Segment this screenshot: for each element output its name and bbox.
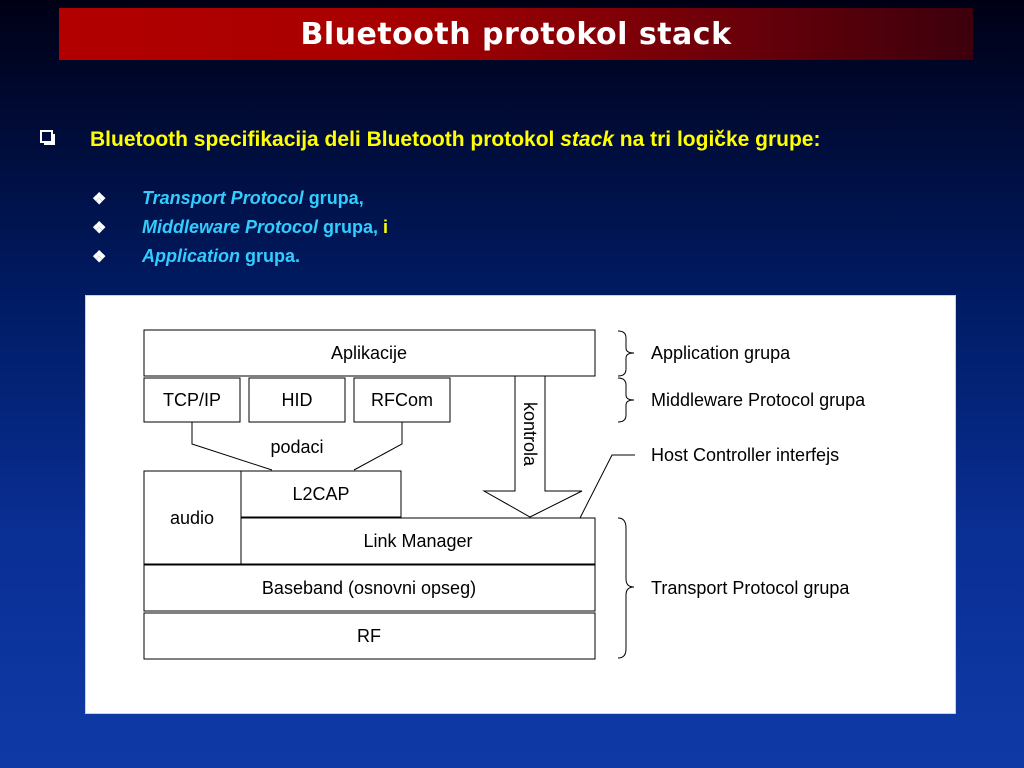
hci-pointer-line bbox=[579, 454, 635, 519]
protocol-stack-diagram: Aplikacije TCP/IP HID RFCom podaci kontr… bbox=[143, 329, 866, 660]
rfcom-label: RFCom bbox=[371, 390, 433, 410]
group-plain: grupa, bbox=[308, 188, 364, 208]
intro-part1: Bluetooth specifikacija deli Bluetooth p… bbox=[90, 128, 555, 151]
intro-part2: na tri logičke grupe: bbox=[619, 128, 821, 151]
transport-group-label: Transport Protocol grupa bbox=[651, 578, 850, 598]
diamond-bullet-icon: ❖ bbox=[92, 190, 107, 208]
application-group-label: Application grupa bbox=[651, 343, 791, 363]
middleware-brace bbox=[617, 377, 635, 423]
group-italic: Application bbox=[142, 246, 240, 266]
rf-label: RF bbox=[357, 626, 381, 646]
diagram-panel: Aplikacije TCP/IP HID RFCom podaci kontr… bbox=[85, 295, 956, 714]
main-bullet-text: Bluetooth specifikacija deli Bluetooth p… bbox=[90, 126, 980, 154]
podaci-line-right bbox=[353, 422, 403, 471]
group-plain: grupa, bbox=[323, 217, 379, 237]
aplikacije-box bbox=[143, 329, 596, 377]
aplikacije-label: Aplikacije bbox=[331, 343, 407, 363]
l2cap-box bbox=[240, 470, 402, 518]
hci-label: Host Controller interfejs bbox=[651, 445, 839, 465]
group-tail: i bbox=[383, 217, 389, 237]
title-bar: Bluetooth protokol stack bbox=[59, 8, 973, 60]
podaci-line-left bbox=[191, 422, 273, 471]
group-item-application: ❖ Application grupa. bbox=[92, 242, 388, 271]
hid-label: HID bbox=[282, 390, 313, 410]
kontrola-label: kontrola bbox=[520, 402, 540, 467]
tcpip-label: TCP/IP bbox=[163, 390, 221, 410]
kontrola-arrow bbox=[482, 375, 583, 518]
audio-label: audio bbox=[170, 508, 214, 528]
link-manager-box bbox=[240, 517, 596, 565]
group-plain: grupa. bbox=[245, 246, 301, 266]
baseband-label: Baseband (osnovni opseg) bbox=[262, 578, 476, 598]
podaci-label: podaci bbox=[270, 437, 323, 457]
intro-stack-word: stack bbox=[560, 128, 614, 151]
diamond-bullet-icon: ❖ bbox=[92, 248, 107, 266]
group-italic: Middleware Protocol bbox=[142, 217, 319, 237]
l2cap-label: L2CAP bbox=[292, 484, 349, 504]
main-bullet: Bluetooth specifikacija deli Bluetooth p… bbox=[40, 126, 980, 154]
slide-title: Bluetooth protokol stack bbox=[300, 16, 732, 52]
application-brace bbox=[617, 330, 635, 377]
rf-box bbox=[143, 612, 596, 660]
diamond-bullet-icon: ❖ bbox=[92, 219, 107, 237]
group-list: ❖ Transport Protocol grupa, ❖ Middleware… bbox=[92, 184, 388, 271]
link-manager-label: Link Manager bbox=[363, 531, 472, 551]
group-item-transport: ❖ Transport Protocol grupa, bbox=[92, 184, 388, 213]
hid-box bbox=[248, 377, 346, 423]
group-item-middleware: ❖ Middleware Protocol grupa, i bbox=[92, 213, 388, 242]
square-bullet-icon bbox=[40, 130, 55, 145]
middleware-group-label: Middleware Protocol grupa bbox=[651, 390, 866, 410]
group-italic: Transport Protocol bbox=[142, 188, 304, 208]
baseband-box bbox=[143, 564, 596, 612]
transport-brace bbox=[617, 517, 635, 659]
